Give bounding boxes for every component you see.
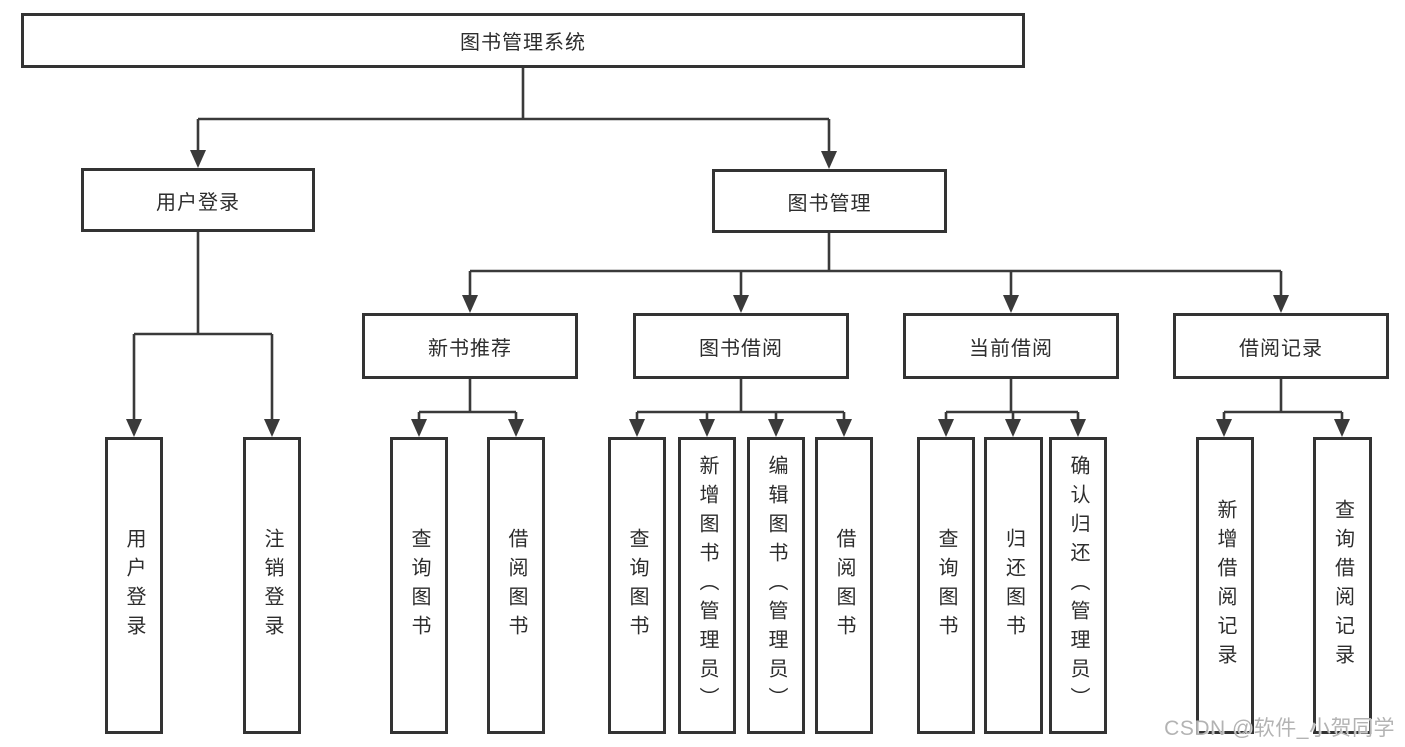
leaf-label: 借阅图书 — [833, 527, 855, 644]
leaf-add-borrow-record: 新增借阅记录 — [1196, 437, 1254, 734]
leaf-query-books-2: 查询图书 — [608, 437, 666, 734]
node-current-borrow: 当前借阅 — [903, 313, 1119, 379]
connector-book-mgmt-to-level3 — [468, 232, 1283, 297]
leaf-borrow-books-2: 借阅图书 — [815, 437, 873, 734]
leaf-label: 新增借阅记录 — [1214, 498, 1236, 673]
leaf-add-book-admin: 新增图书（管理员） — [678, 437, 736, 734]
leaf-query-books-3: 查询图书 — [917, 437, 975, 734]
connector-level3-to-leaves — [417, 378, 1344, 421]
leaf-return-book: 归还图书 — [984, 437, 1043, 734]
leaf-label: 编辑图书（管理员） — [765, 455, 787, 716]
leaf-logout: 注销登录 — [243, 437, 301, 734]
leaf-label: 查询借阅记录 — [1331, 498, 1354, 673]
leaf-label: 归还图书 — [1002, 527, 1025, 644]
leaf-label: 借阅图书 — [505, 527, 527, 644]
node-root: 图书管理系统 — [21, 13, 1025, 68]
leaf-label: 用户登录 — [123, 527, 145, 644]
arrowheads — [126, 150, 1350, 437]
leaf-query-books-1: 查询图书 — [390, 437, 448, 734]
leaf-label: 查询图书 — [626, 527, 648, 644]
node-borrow-records: 借阅记录 — [1173, 313, 1389, 379]
connector-root-to-level2 — [196, 67, 831, 153]
leaf-edit-book-admin: 编辑图书（管理员） — [747, 437, 805, 734]
leaf-label: 查询图书 — [935, 527, 957, 644]
leaf-label: 注销登录 — [261, 527, 283, 644]
node-book-borrow: 图书借阅 — [633, 313, 849, 379]
node-new-book-recommend: 新书推荐 — [362, 313, 578, 379]
connector-user-login-to-leaves — [132, 231, 274, 421]
node-user-login: 用户登录 — [81, 168, 315, 232]
leaf-user-login: 用户登录 — [105, 437, 163, 734]
leaf-query-borrow-record: 查询借阅记录 — [1313, 437, 1372, 734]
leaf-label: 查询图书 — [408, 527, 430, 644]
leaf-label: 新增图书（管理员） — [696, 455, 718, 716]
node-book-management: 图书管理 — [712, 169, 947, 233]
leaf-label: 确认归还（管理员） — [1067, 455, 1089, 716]
leaf-borrow-books-1: 借阅图书 — [487, 437, 545, 734]
leaf-confirm-return-admin: 确认归还（管理员） — [1049, 437, 1107, 734]
csdn-watermark: CSDN @软件_小贺同学 — [1164, 717, 1395, 740]
